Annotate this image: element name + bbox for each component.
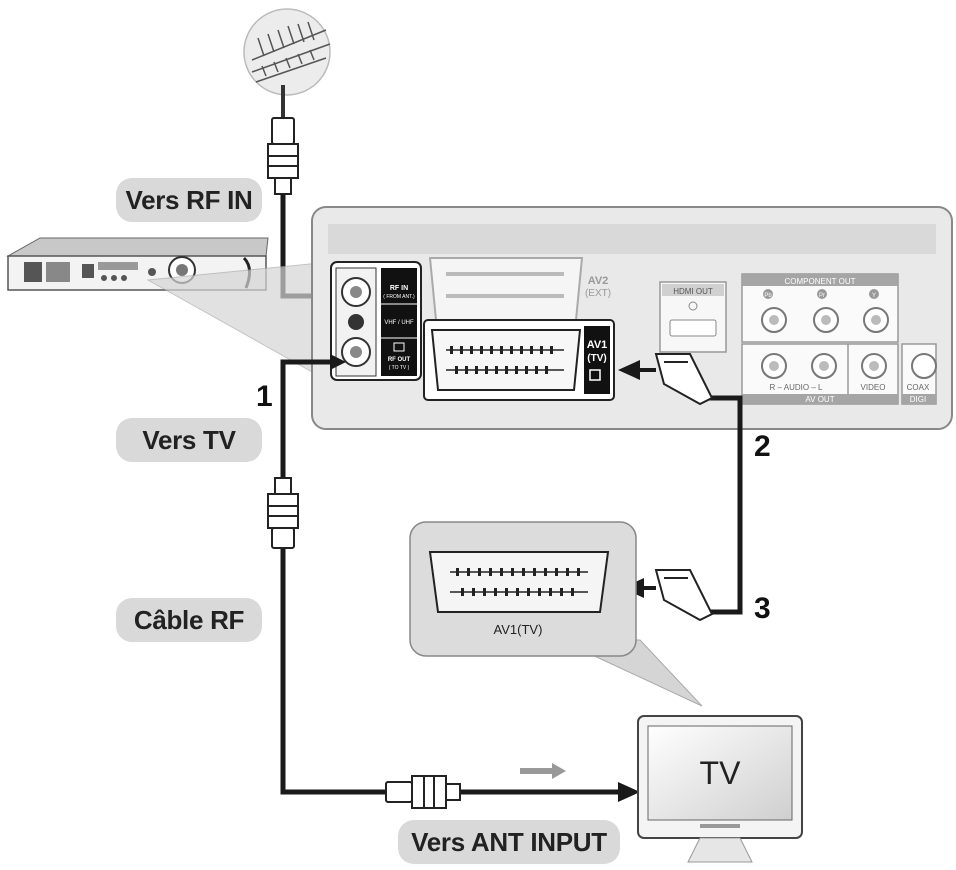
- av1-label: AV1: [587, 339, 608, 351]
- vhf-uhf-label: VHF / UHF: [384, 320, 414, 326]
- av2-label: AV2: [588, 275, 609, 287]
- rf-out-sub-label: ( TO TV ): [389, 365, 410, 371]
- av-out-label: AV OUT: [805, 395, 834, 404]
- tv-label: TV: [700, 755, 742, 791]
- rf-plug-icon: [267, 477, 299, 549]
- scart-plug-bottom-icon: [654, 569, 714, 622]
- component-out-label: COMPONENT OUT: [785, 277, 856, 286]
- rf-in-label: RF IN: [390, 285, 408, 292]
- tv-scart-label: AV1(TV): [494, 622, 543, 637]
- comp-pb-label: Pb: [764, 293, 772, 299]
- to-tv-callout: Vers TV: [116, 418, 262, 462]
- rf-out-label: RF OUT: [388, 357, 411, 363]
- ant-input-callout: Vers ANT INPUT: [398, 820, 620, 864]
- rf-in-sub-label: ( FROM ANT.): [383, 294, 415, 300]
- step-1: 1: [256, 380, 273, 413]
- comp-pr-label: Pr: [819, 293, 825, 299]
- step-2: 2: [754, 430, 771, 463]
- tv-scart-panel: AV1(TV): [409, 521, 637, 657]
- video-label: VIDEO: [861, 383, 886, 392]
- hdmi-out-port: HDMI OUT: [659, 281, 727, 353]
- rf-in-callout: Vers RF IN: [116, 178, 262, 222]
- audio-label: R – AUDIO – L: [770, 383, 823, 392]
- direction-arrow-icon: [520, 763, 566, 779]
- hdmi-out-label: HDMI OUT: [673, 287, 713, 296]
- comp-y-label: Y: [872, 293, 876, 299]
- component-av-out-block: COMPONENT OUT Pb Pr Y R – AUDIO – L VIDE…: [741, 273, 937, 405]
- rf-connector-block: RF IN ( FROM ANT.) VHF / UHF RF OUT ( TO…: [330, 261, 422, 381]
- coax-label: COAX: [907, 383, 930, 392]
- rf-plug-horizontal-icon: [385, 775, 461, 809]
- digi-label: DIGI: [910, 395, 926, 404]
- tv-icon: TV: [637, 715, 803, 863]
- av1-scart-port: AV1 (TV): [423, 319, 615, 401]
- scart-cable: [702, 395, 743, 615]
- antenna-icon: [243, 8, 331, 120]
- step-3: 3: [754, 592, 771, 625]
- scart-plug-top-icon: [654, 353, 714, 406]
- av1-sub-label: (TV): [587, 353, 606, 364]
- antenna-plug-icon: [267, 117, 299, 195]
- av2-sub-label: (EXT): [585, 288, 611, 299]
- rf-cable-callout: Câble RF: [116, 598, 262, 642]
